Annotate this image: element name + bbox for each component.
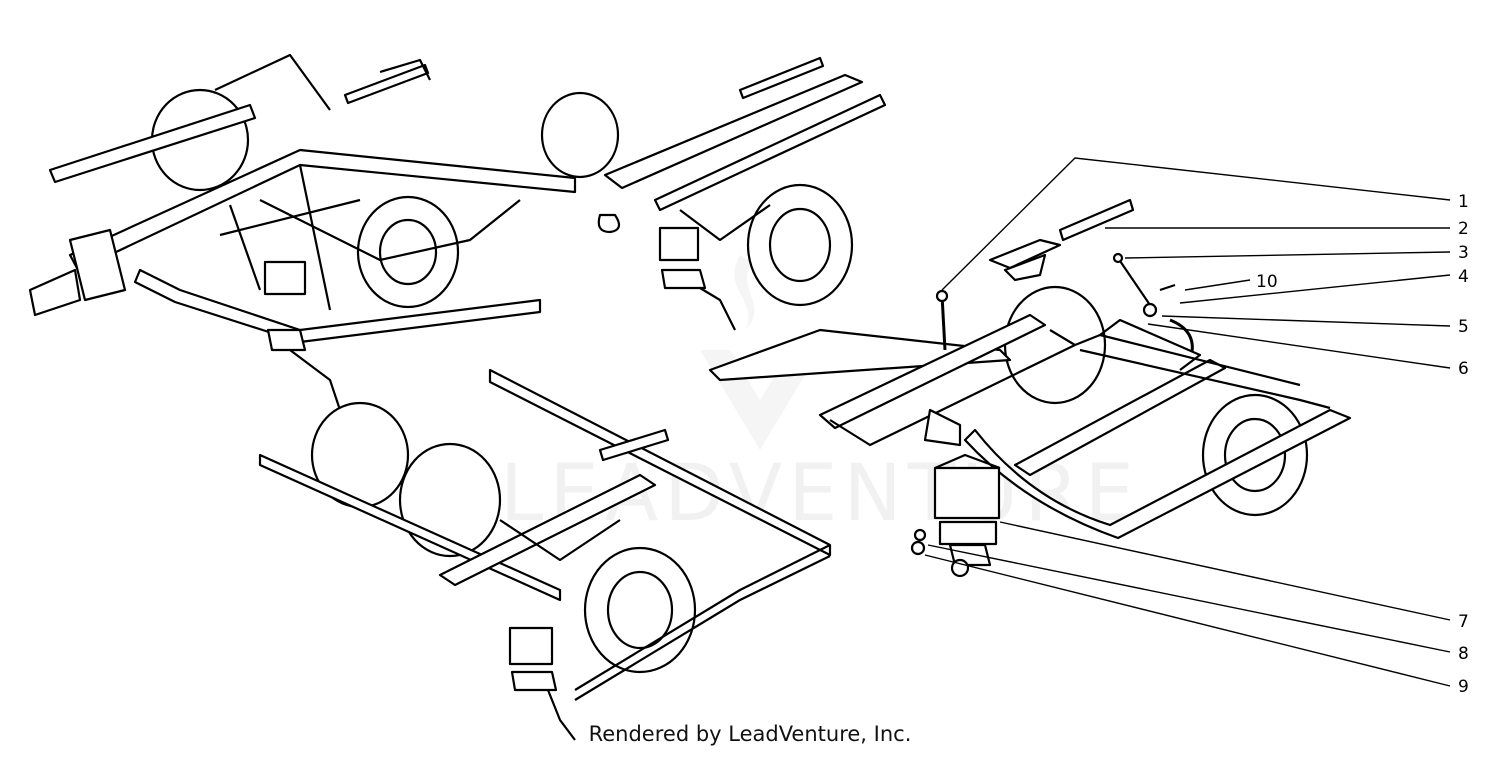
- leader-line-8: [927, 544, 1451, 653]
- callout-8: 8: [1458, 644, 1469, 664]
- leader-line-4: [1179, 274, 1451, 304]
- callout-4: 4: [1458, 267, 1469, 287]
- callout-3: 3: [1458, 243, 1469, 263]
- callout-9: 9: [1458, 677, 1469, 697]
- leader-line-1: [941, 157, 1451, 291]
- callout-6: 6: [1458, 359, 1469, 379]
- leader-line-6: [1147, 323, 1451, 369]
- trailer-bottom-center: [258, 368, 832, 741]
- leader-line-5: [1161, 315, 1451, 327]
- footer-credit: Rendered by LeadVenture, Inc.: [588, 722, 912, 746]
- callout-5: 5: [1458, 317, 1469, 337]
- callout-2: 2: [1458, 219, 1469, 239]
- callout-10: 10: [1256, 272, 1278, 292]
- leader-line-9: [924, 554, 1451, 687]
- leader-line-7: [999, 521, 1451, 621]
- trailer-top-left: [28, 53, 577, 411]
- leader-line-3: [1124, 251, 1451, 259]
- callout-numbers: 1 2 3 4 5 6 7 8 9 10: [1256, 192, 1469, 697]
- callout-leader-lines: [924, 157, 1451, 687]
- trailer-top-center: [540, 56, 887, 331]
- callout-7: 7: [1458, 612, 1469, 632]
- leader-line-10: [1184, 279, 1251, 291]
- callout-1: 1: [1458, 192, 1469, 212]
- trailer-exploded-view: [708, 198, 1352, 578]
